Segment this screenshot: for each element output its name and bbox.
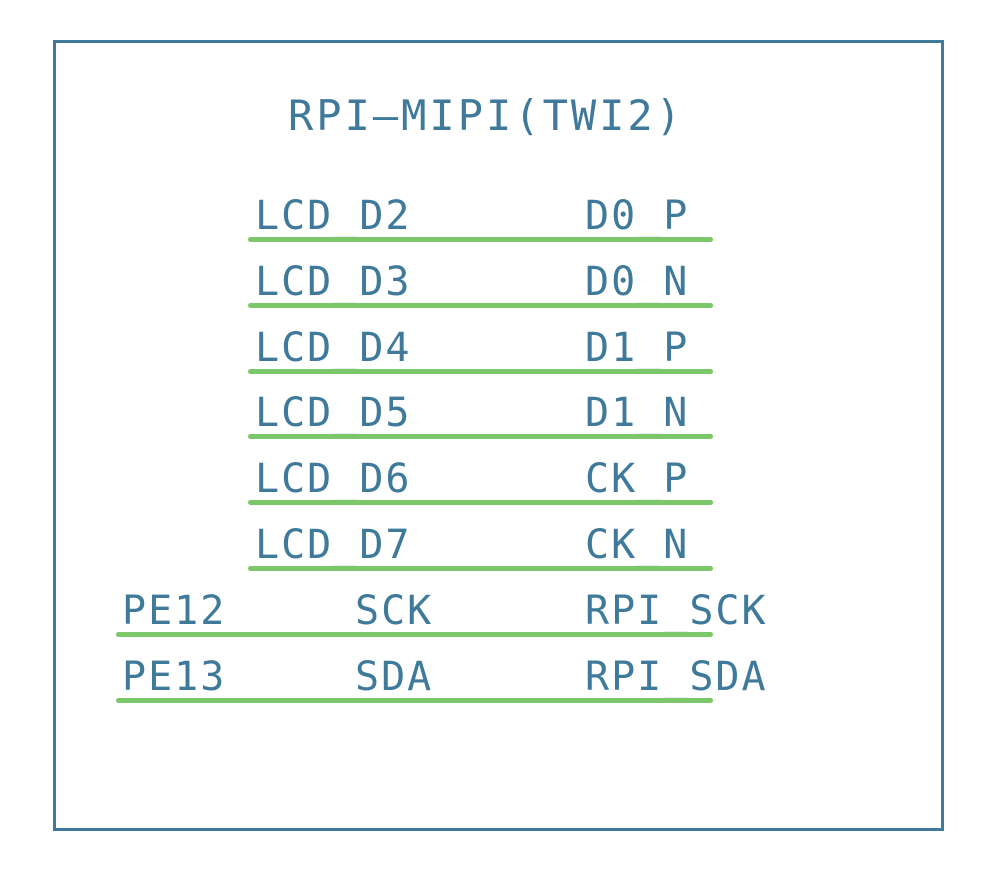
signal-label: SCK bbox=[355, 587, 434, 634]
wire-line bbox=[116, 631, 713, 637]
net-label: RPI_SCK bbox=[585, 587, 768, 634]
net-label: D0_N bbox=[585, 258, 690, 305]
wire-line bbox=[248, 302, 713, 308]
wire-line bbox=[116, 697, 713, 703]
signal-label: LCD_D7 bbox=[255, 522, 412, 568]
schematic-title: RPI—MIPI(TWI2) bbox=[288, 91, 685, 140]
pin-label: PE13 bbox=[122, 653, 227, 700]
signal-label: LCD_D2 bbox=[255, 193, 412, 239]
signal-label: LCD_D6 bbox=[255, 456, 412, 503]
net-label: CK_N bbox=[585, 522, 690, 568]
wire-line bbox=[248, 237, 713, 242]
net-label: RPI_SDA bbox=[585, 653, 768, 700]
signal-label: LCD_D4 bbox=[255, 324, 412, 371]
net-label: D1_P bbox=[585, 324, 690, 371]
signal-label: LCD_D5 bbox=[255, 390, 412, 437]
pin-label: PE12 bbox=[122, 587, 227, 634]
wire-line bbox=[248, 500, 713, 506]
wire-line bbox=[248, 566, 713, 571]
net-label: D1_N bbox=[585, 390, 690, 437]
net-label: CK_P bbox=[585, 456, 690, 503]
wire-line bbox=[248, 434, 713, 440]
signal-label: LCD_D3 bbox=[255, 258, 412, 305]
wire-line bbox=[248, 368, 713, 374]
signal-label: SDA bbox=[355, 653, 434, 700]
net-label: D0_P bbox=[585, 193, 690, 239]
schematic-frame bbox=[53, 40, 944, 831]
